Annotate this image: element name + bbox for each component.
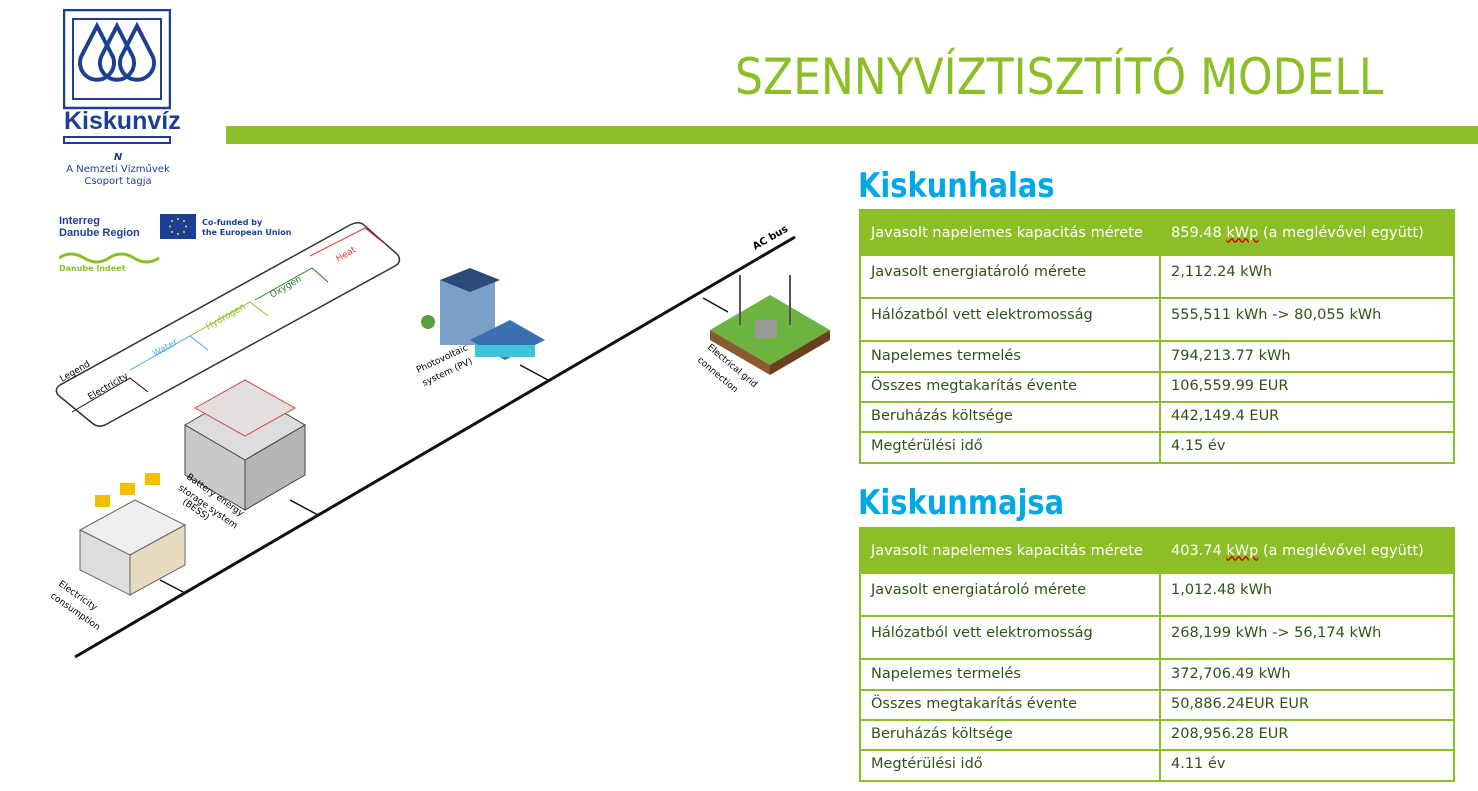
legend-water: Water [152,337,180,359]
city-heading-kiskunmajsa: Kiskunmajsa [858,483,1065,523]
logo-name: Kiskunvíz [64,107,181,135]
row-value: 442,149.4 EUR [1159,401,1455,433]
danube-indeet-text: Danube Indeet [59,264,126,273]
page-title: SZENNYVÍZTISZTÍTÓ MODELL [735,48,1384,106]
row-value: 50,886.24EUR EUR [1159,689,1455,721]
row-label: Beruházás költsége [859,401,1161,433]
row-value: 208,956.28 EUR [1159,719,1455,751]
eu-text-2: the European Union [202,228,292,237]
value-number: 859.48 [1171,224,1227,241]
value-note: (a meglévővel együtt) [1258,224,1424,241]
row-label: Megtérülési idő [859,431,1161,464]
value-note: (a meglévővel együtt) [1258,542,1424,559]
row-value: 4.15 év [1159,431,1455,464]
pv-building-icon [421,268,545,360]
city-heading-kiskunhalas: Kiskunhalas [858,166,1055,206]
legend-heat: Heat [335,245,359,265]
value-unit: kWp [1226,542,1259,559]
value-number: 403.74 [1171,542,1227,559]
row-label: Hálózatból vett elektromosság [859,615,1161,660]
eu-flag-icon [160,214,196,239]
row-label: Összes megtakarítás évente [859,371,1161,403]
row-label: Megtérülési idő [859,749,1161,782]
legend-oxygen: Oxygen [269,275,304,301]
electricity-arrow [71,377,149,413]
tagline-1: A Nemzeti Vízművek [66,164,170,175]
nemzeti-vizmuvek-mark: N [113,152,123,163]
row-label: Javasolt napelemes kapacitás mérete [859,209,1161,256]
row-value: 268,199 kWh -> 56,174 kWh [1159,615,1455,660]
row-label: Hálózatból vett elektromosság [859,297,1161,342]
eu-text-1: Co-funded by [202,218,263,227]
row-label: Beruházás költsége [859,719,1161,751]
title-bar [226,126,1478,144]
consumption-connector [159,579,186,594]
grid-connection-icon [710,275,830,375]
row-value: 859.48 kWp (a meglévővel együtt) [1159,209,1455,256]
row-value: 555,511 kWh -> 80,055 kWh [1159,297,1455,342]
legend-hydrogen: Hydrogen [205,302,248,333]
row-label: Javasolt energiatároló mérete [859,572,1161,617]
oxygen-arrow [254,267,329,301]
row-value: 403.74 kWp (a meglévővel együtt) [1159,527,1455,574]
value-unit: kWp [1226,224,1259,241]
row-label: Javasolt napelemes kapacitás mérete [859,527,1161,574]
tagline-2: Csoport tagja [84,176,152,187]
row-label: Javasolt energiatároló mérete [859,254,1161,299]
interreg-logo: Interreg Danube Region [59,215,140,239]
row-value: 1,012.48 kWh [1159,572,1455,617]
row-value: 4.11 év [1159,749,1455,782]
row-label: Napelemes termelés [859,658,1161,691]
row-label: Napelemes termelés [859,340,1161,373]
heat-pump-icon [78,473,187,596]
hydrogen-arrow [189,301,269,337]
row-value: 106,559.99 EUR [1159,371,1455,403]
wave-icon [59,252,160,264]
logo-tagline: N A Nemzeti Vízművek Csoport tagja [55,152,181,188]
heat-arrow [309,227,386,257]
danube-region-text: Danube Region [59,227,140,239]
ac-bus-line [74,235,796,659]
battery-storage-icon [184,379,306,511]
eu-cofunded: Co-funded by the European Union [202,218,292,238]
ac-bus-label: AC bus [751,224,790,253]
row-label: Összes megtakarítás évente [859,689,1161,721]
interreg-text: Interreg [59,215,100,227]
energy-system-diagram: AC bus Legend Electricity Water Hydrogen… [48,222,830,659]
bess-connector [289,499,319,516]
row-value: 372,706.49 kWh [1159,658,1455,691]
kiskunviz-logo: Kiskunvíz [62,8,181,144]
legend-title: Legend [59,359,93,384]
pv-connector [519,364,549,381]
row-value: 2,112.24 kWh [1159,254,1455,299]
legend-electricity: Electricity [87,371,131,402]
water-drops-icon [62,8,172,144]
row-value: 794,213.77 kWh [1159,340,1455,373]
grid-connector [702,297,729,313]
